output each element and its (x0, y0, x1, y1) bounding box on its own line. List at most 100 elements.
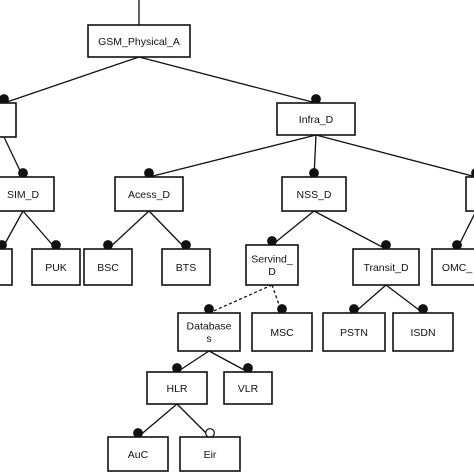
mandatory-marker-pstn (349, 304, 359, 314)
node-servind-d[interactable]: Servind_D (245, 244, 299, 286)
node-hlr[interactable]: HLR (146, 371, 208, 405)
node-vlr[interactable]: VLR (223, 371, 273, 405)
node-box (281, 176, 347, 212)
node-left-root[interactable] (0, 102, 17, 138)
node-bts[interactable]: BTS (161, 248, 211, 286)
edge-nss_d-to-transit_d (313, 210, 387, 250)
node-box (0, 176, 55, 212)
edge-hlr-to-eir (176, 403, 211, 438)
edge-servind_d-to-databases (208, 284, 273, 314)
node-label: SIM_D (7, 189, 40, 201)
edge-gsm_physical_a-to-left_root (3, 56, 140, 104)
node-box (31, 248, 81, 286)
mandatory-marker-isdn (418, 304, 428, 314)
mandatory-marker-vlr (243, 363, 253, 373)
mandatory-marker-msc (277, 304, 287, 314)
mandatory-marker-transit_d (381, 240, 391, 250)
node-label: HLR (166, 383, 187, 395)
node-box (276, 102, 356, 136)
node-infra-d[interactable]: Infra_D (276, 102, 356, 136)
node-box (161, 248, 211, 286)
mandatory-marker-right_edge (471, 168, 474, 178)
optional-marker-eir (205, 428, 215, 438)
node-sim-d[interactable]: SIM_D (0, 176, 55, 212)
edge-databases-to-hlr (176, 350, 210, 373)
node-label: Servind_ (251, 254, 293, 266)
node-label: s (206, 333, 211, 345)
node-left-leaf[interactable] (0, 248, 13, 286)
mandatory-marker-servind_d (267, 236, 277, 246)
nodes-layer: GSM_Physical_A Infra_D SIM_D Acess_D NSS_D PU… (0, 24, 474, 472)
mandatory-marker-left_leaf (0, 240, 7, 250)
node-pstn[interactable]: PSTN (322, 312, 386, 352)
node-box (114, 176, 184, 212)
node-label: D (268, 266, 276, 278)
node-box (392, 312, 454, 352)
mandatory-marker-left_root (0, 94, 9, 104)
edge-databases-to-vlr (208, 350, 249, 373)
node-box (146, 371, 208, 405)
node-label: OMC_ (442, 262, 472, 274)
mandatory-marker-infra_d (311, 94, 321, 104)
mandatory-marker-sim_d (18, 168, 28, 178)
node-box (87, 24, 191, 58)
node-label: Eir (204, 449, 217, 461)
node-box (179, 436, 241, 472)
node-label: NSS_D (296, 189, 331, 201)
node-box (322, 312, 386, 352)
node-box (177, 312, 241, 352)
mandatory-marker-puk (51, 240, 61, 250)
edge-sim_d-to-puk (22, 210, 57, 250)
node-label: PSTN (340, 327, 368, 339)
node-auc[interactable]: AuC (107, 436, 169, 472)
node-omc[interactable]: OMC_ (431, 248, 474, 286)
node-label: Transit_D (363, 262, 409, 274)
node-box (107, 436, 169, 472)
node-label: GSM_Physical_A (98, 36, 180, 48)
mandatory-marker-acess_d (144, 168, 154, 178)
node-label: MSC (270, 327, 294, 339)
node-puk[interactable]: PUK (31, 248, 81, 286)
node-box (245, 244, 299, 286)
edge-transit_d-to-isdn (385, 284, 424, 314)
node-nss-d[interactable]: NSS_D (281, 176, 347, 212)
node-label: Infra_D (299, 114, 334, 126)
node-box (83, 248, 133, 286)
mandatory-marker-nss_d (309, 168, 319, 178)
node-label: Database (187, 321, 232, 333)
node-label: BTS (176, 262, 196, 274)
edge-acess_d-to-bsc (107, 210, 150, 250)
mandatory-marker-databases (204, 304, 214, 314)
edge-acess_d-to-bts (148, 210, 187, 250)
node-gsm-physical-a[interactable]: GSM_Physical_A (87, 24, 191, 58)
node-label: PUK (45, 262, 67, 274)
node-acess-d[interactable]: Acess_D (114, 176, 184, 212)
node-label: Acess_D (128, 189, 170, 201)
mandatory-marker-omc (452, 240, 462, 250)
node-transit-d[interactable]: Transit_D (352, 248, 420, 286)
node-label: VLR (238, 383, 259, 395)
node-bsc[interactable]: BSC (83, 248, 133, 286)
node-box (431, 248, 474, 286)
node-box (251, 312, 313, 352)
node-box (223, 371, 273, 405)
mandatory-marker-hlr (172, 363, 182, 373)
node-msc[interactable]: MSC (251, 312, 313, 352)
mandatory-marker-auc (133, 428, 143, 438)
node-eir[interactable]: Eir (179, 436, 241, 472)
edge-transit_d-to-pstn (353, 284, 387, 314)
node-box (352, 248, 420, 286)
node-right-edge[interactable] (465, 176, 474, 212)
node-box (0, 102, 17, 138)
node-box (0, 248, 13, 286)
edge-infra_d-to-acess_d (148, 134, 317, 178)
node-label: ISDN (410, 327, 435, 339)
node-label: AuC (128, 449, 149, 461)
node-isdn[interactable]: ISDN (392, 312, 454, 352)
mandatory-marker-bsc (103, 240, 113, 250)
mandatory-marker-bts (181, 240, 191, 250)
node-label: BSC (97, 262, 119, 274)
node-box (465, 176, 474, 212)
